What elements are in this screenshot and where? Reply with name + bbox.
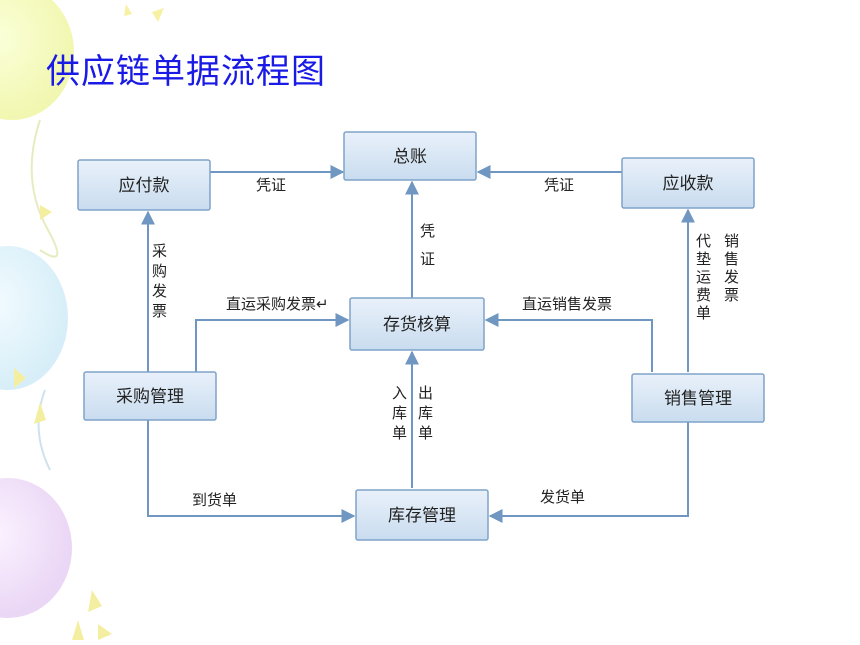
node-inventory-accounting-label: 存货核算 (383, 315, 451, 335)
node-sales: 销售管理 (631, 373, 765, 423)
balloon-yellow (0, 0, 74, 120)
node-payable: 应付款 (77, 159, 211, 211)
sparkle-icon (124, 4, 132, 16)
node-purchase-label: 采购管理 (116, 387, 184, 407)
node-ledger: 总账 (343, 131, 477, 181)
sparkle-icon (34, 402, 46, 424)
balloon-string (30, 119, 59, 258)
edge-label-stock-out: 出库单 (418, 384, 433, 442)
sparkle-icon (88, 590, 102, 612)
sparkle-icon (98, 624, 112, 640)
sparkle-icon (72, 620, 84, 640)
node-stock: 库存管理 (355, 489, 489, 541)
sparkle-icon (40, 205, 52, 220)
edge-label-receivable-voucher: 凭证 (544, 176, 574, 194)
node-payable-label: 应付款 (119, 176, 170, 196)
balloon-string (37, 389, 51, 471)
sparkle-icon (152, 8, 164, 22)
node-ledger-label: 总账 (393, 147, 427, 167)
edge-label-direct-purchase-invoice: 直运采购发票↵ (226, 295, 329, 313)
edge-label-sales-invoice: 销售发票 (724, 232, 739, 304)
edge-purchase-to-stock (147, 420, 356, 523)
node-stock-label: 库存管理 (388, 506, 456, 526)
node-inventory-accounting: 存货核算 (349, 297, 485, 351)
edge-sales-to-stock (488, 422, 689, 523)
node-receivable-label: 应收款 (663, 174, 714, 194)
edge-label-purchase-invoice: 采购发票 (152, 242, 167, 320)
balloon-blue (0, 246, 68, 390)
sparkle-icon (14, 368, 26, 388)
edge-sales-to-inventory (484, 313, 653, 372)
edge-label-delivery-note: 发货单 (540, 488, 585, 506)
node-receivable: 应收款 (621, 157, 755, 209)
edge-label-arrival-note: 到货单 (192, 491, 237, 509)
edge-label-direct-sales-invoice: 直运销售发票 (522, 295, 612, 313)
balloon-purple (0, 478, 72, 618)
node-purchase: 采购管理 (83, 371, 217, 421)
page-title: 供应链单据流程图 (46, 52, 326, 92)
edge-purchase-to-inventory (195, 313, 350, 372)
edge-label-payable-voucher: 凭证 (256, 176, 286, 194)
edge-label-inventory-voucher: 凭证 (420, 222, 435, 268)
edge-label-freight-advance: 代垫运费单 (696, 232, 711, 322)
edge-label-stock-in: 入库单 (392, 384, 407, 442)
node-sales-label: 销售管理 (664, 389, 732, 409)
